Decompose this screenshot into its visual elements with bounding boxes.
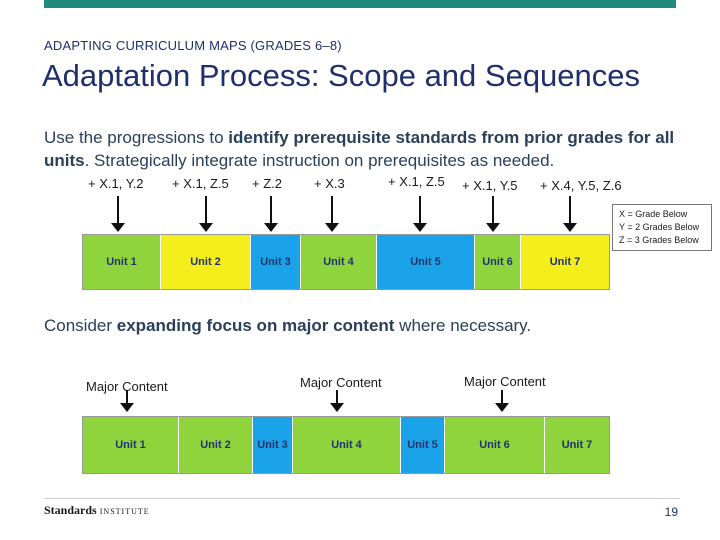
slide-title: Adaptation Process: Scope and Sequences — [42, 58, 641, 93]
unit-label: Unit 5 — [407, 439, 438, 451]
major-content-label-2: Major Content — [300, 375, 382, 390]
unit-label: Unit 3 — [257, 439, 288, 451]
lead-paragraph: Use the progressions to identify prerequ… — [44, 126, 684, 172]
unit-label: Unit 2 — [190, 256, 221, 268]
scope-sequence-bar-prereq: Unit 1 Unit 2 Unit 3 Unit 4 Unit 5 Unit … — [82, 234, 610, 290]
down-arrow-icon — [264, 196, 278, 232]
scope-sequence-bar-major: Unit 1 Unit 2 Unit 3 Unit 4 Unit 5 Unit … — [82, 416, 610, 474]
major-content-label-3: Major Content — [464, 374, 546, 389]
unit-label: Unit 5 — [410, 256, 441, 268]
unit-7-block: Unit 7 — [545, 417, 609, 473]
legend-item-y: Y = 2 Grades Below — [619, 222, 700, 232]
unit-7-block: Unit 7 — [521, 235, 609, 289]
legend-item-z: Z = 3 Grades Below — [619, 235, 699, 245]
unit-label: Unit 4 — [331, 439, 362, 451]
legend-item-x: X = Grade Below — [619, 209, 688, 219]
unit-1-block: Unit 1 — [83, 417, 179, 473]
down-arrow-icon — [413, 196, 427, 232]
unit-5-block: Unit 5 — [377, 235, 475, 289]
standards-institute-logo: Standards INSTITUTE — [44, 503, 150, 518]
down-arrow-icon — [495, 390, 509, 412]
lead-bold-text: identify prerequisite standards from pri… — [44, 128, 675, 170]
unit-4-block: Unit 4 — [293, 417, 401, 473]
down-arrow-icon — [563, 196, 577, 232]
lead-text-2: . Strategically integrate instruction on… — [84, 151, 555, 170]
unit-2-block: Unit 2 — [179, 417, 253, 473]
sub-text-2: where necessary. — [394, 316, 532, 335]
unit-label: Unit 1 — [106, 256, 137, 268]
down-arrow-icon — [330, 390, 344, 412]
unit-label: Unit 3 — [260, 256, 291, 268]
prereq-label-4: + X.3 — [314, 176, 345, 191]
sub-paragraph: Consider expanding focus on major conten… — [44, 316, 531, 336]
slide-eyebrow: ADAPTING CURRICULUM MAPS (GRADES 6–8) — [44, 38, 342, 53]
down-arrow-icon — [325, 196, 339, 232]
unit-2-block: Unit 2 — [161, 235, 251, 289]
unit-label: Unit 7 — [561, 439, 593, 451]
major-content-label-1: Major Content — [86, 379, 168, 394]
down-arrow-icon — [199, 196, 213, 232]
top-accent-bar — [44, 0, 676, 8]
down-arrow-icon — [111, 196, 125, 232]
page-number: 19 — [664, 505, 678, 519]
unit-label: Unit 6 — [482, 256, 513, 268]
unit-label: Unit 7 — [549, 256, 581, 268]
down-arrow-icon — [120, 390, 134, 412]
lead-text-1: Use the progressions to — [44, 128, 229, 147]
unit-4-block: Unit 4 — [301, 235, 377, 289]
unit-3-block: Unit 3 — [251, 235, 301, 289]
prereq-label-5: + X.1, Z.5 — [388, 174, 445, 189]
prereq-label-7: + X.4, Y.5, Z.6 — [540, 178, 622, 193]
unit-6-block: Unit 6 — [445, 417, 545, 473]
footer-divider — [44, 498, 680, 499]
prereq-label-6: + X.1, Y.5 — [462, 178, 518, 193]
unit-label: Unit 6 — [479, 439, 510, 451]
down-arrow-icon — [486, 196, 500, 232]
unit-3-block: Unit 3 — [253, 417, 293, 473]
prereq-label-3: + Z.2 — [252, 176, 282, 191]
unit-label: Unit 1 — [115, 439, 146, 451]
unit-1-block: Unit 1 — [83, 235, 161, 289]
unit-label: Unit 2 — [200, 439, 231, 451]
prereq-label-1: + X.1, Y.2 — [88, 176, 144, 191]
logo-subtext: INSTITUTE — [99, 507, 150, 516]
unit-6-block: Unit 6 — [475, 235, 521, 289]
sub-bold-text: expanding focus on major content — [116, 316, 395, 335]
sub-text-1: Consider — [44, 316, 117, 335]
unit-5-block: Unit 5 — [401, 417, 445, 473]
grade-legend: X = Grade Below Y = 2 Grades Below Z = 3… — [612, 204, 712, 251]
logo-wordmark: Standards — [44, 503, 97, 517]
prereq-label-2: + X.1, Z.5 — [172, 176, 229, 191]
unit-label: Unit 4 — [323, 256, 354, 268]
